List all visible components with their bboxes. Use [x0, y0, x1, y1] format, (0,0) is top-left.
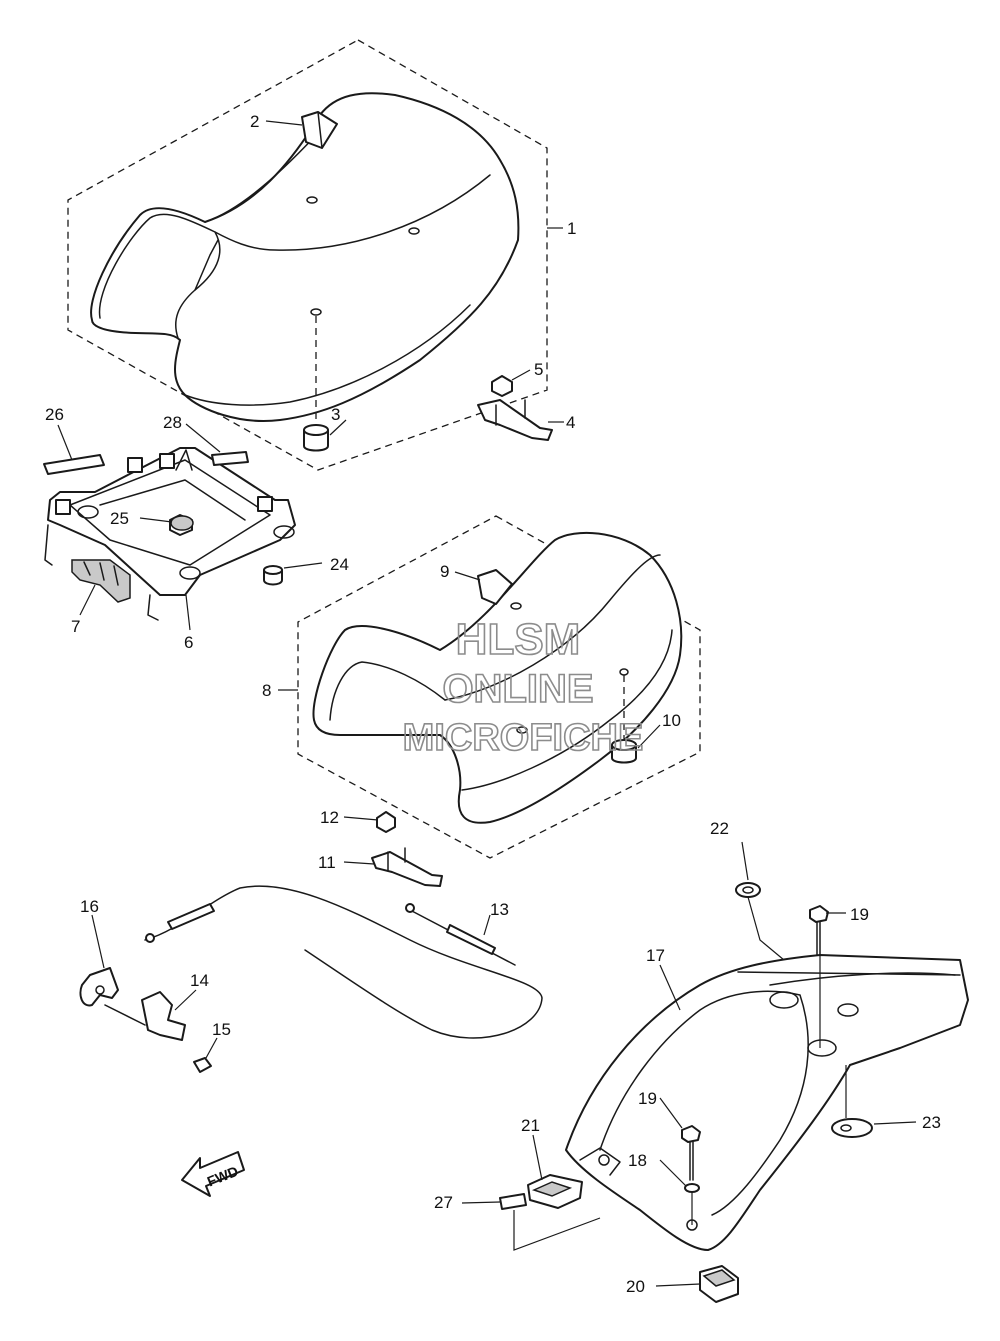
- callout-numbers: 1 2 3 4 5 6 7 8 9 10 11 12 13 14 15 16 1…: [45, 112, 941, 1296]
- bolt-part-19-upper: [809, 905, 829, 1048]
- callout-13: 13: [490, 900, 509, 919]
- callout-26: 26: [45, 405, 64, 424]
- callout-8: 8: [262, 681, 271, 700]
- callout-leaders: [57, 120, 917, 1287]
- callout-1: 1: [567, 219, 576, 238]
- rear-frame-part-17: [565, 954, 969, 1251]
- callout-10: 10: [662, 711, 681, 730]
- seat-lock-cable-part-13: [144, 885, 543, 1039]
- plug-part-25: [170, 515, 194, 531]
- callout-4: 4: [566, 413, 575, 432]
- callout-7: 7: [71, 617, 80, 636]
- damper-block-part-21: [527, 1174, 583, 1209]
- callout-2: 2: [250, 112, 259, 131]
- callout-22: 22: [710, 819, 729, 838]
- callout-17: 17: [646, 946, 665, 965]
- callout-19-upper: 19: [850, 905, 869, 924]
- rear-seat-assembly: [297, 515, 701, 859]
- lock-plate-part-16: [79, 967, 119, 1007]
- callout-23: 23: [922, 1113, 941, 1132]
- callout-27: 27: [434, 1193, 453, 1212]
- grommet-part-22: [735, 882, 785, 961]
- seat-lock-part-14: [104, 991, 212, 1073]
- grommet-part-24: [263, 565, 283, 586]
- seat-base-frame-part-6: [44, 447, 296, 621]
- watermark-line3: MICROFICHE: [403, 717, 644, 759]
- seat-damper-part-10: [611, 739, 637, 764]
- callout-15: 15: [212, 1020, 231, 1039]
- callout-11: 11: [318, 853, 336, 872]
- seat-damper-part-3: [303, 316, 329, 452]
- callout-24: 24: [330, 555, 349, 574]
- callout-28: 28: [163, 413, 182, 432]
- bolt-part-19-lower: [681, 1125, 701, 1225]
- callout-14: 14: [190, 971, 209, 990]
- labels-26-28: [43, 451, 249, 475]
- front-seat-assembly: [67, 39, 548, 471]
- callout-19-lower: 19: [638, 1089, 657, 1108]
- callout-20: 20: [626, 1277, 645, 1296]
- callout-16: 16: [80, 897, 99, 916]
- callout-9: 9: [440, 562, 449, 581]
- seat-hook-bracket-part-4: [477, 375, 553, 441]
- seat-catch-part-7: [71, 559, 131, 603]
- watermark: HLSM ONLINE MICROFICHE: [402, 614, 644, 760]
- label-part-27: [499, 1193, 601, 1251]
- seat-hook-bracket-part-11: [371, 811, 443, 887]
- callout-18: 18: [628, 1151, 647, 1170]
- callout-3: 3: [331, 405, 340, 424]
- callout-6: 6: [184, 633, 193, 652]
- watermark-line1: HLSM: [456, 615, 581, 664]
- callout-5: 5: [534, 360, 543, 379]
- callout-25: 25: [110, 509, 129, 528]
- watermark-line2: ONLINE: [442, 667, 593, 711]
- callout-12: 12: [320, 808, 339, 827]
- washer-part-23: [831, 1065, 873, 1138]
- callout-21: 21: [521, 1116, 540, 1135]
- fwd-direction-arrow: FWD: [181, 1151, 245, 1197]
- rubber-block-part-20: [699, 1265, 739, 1303]
